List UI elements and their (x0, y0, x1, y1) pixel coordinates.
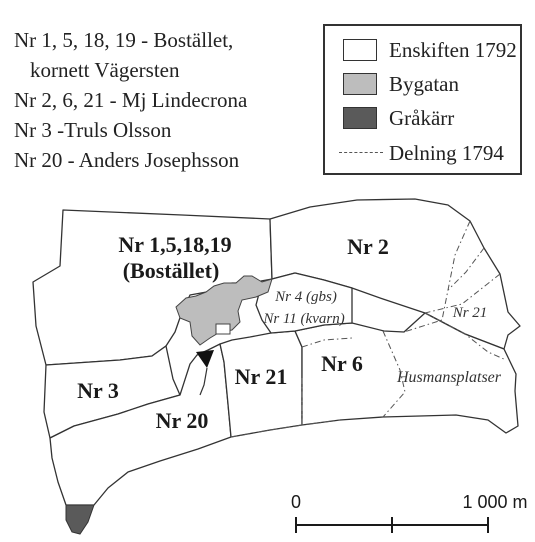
building-marker (215, 323, 231, 335)
grakarr-area (65, 504, 95, 535)
label-nr-2: Nr 2 (347, 234, 389, 259)
mill-marker-icon (196, 350, 214, 368)
label-husmansplatser: Husmansplatser (396, 369, 502, 386)
mill-stream (199, 367, 208, 396)
legend-label-delning: Delning 1794 (389, 141, 504, 165)
label-nr-11-kvarn: Nr 11 (kvarn) (262, 311, 344, 327)
legend-item-enskiften: Enskiften 1792 (325, 35, 520, 65)
owner-line-5: Nr 20 - Anders Josephsson (14, 148, 240, 172)
label-nr-21-small: Nr 21 (452, 305, 488, 321)
legend: Enskiften 1792 Bygatan Gråkärr Delning 1… (323, 24, 522, 175)
label-nr-3: Nr 3 (77, 378, 119, 403)
parcel-nr-4-11 (255, 272, 353, 334)
label-nr-20: Nr 20 (156, 408, 209, 433)
legend-label-grakarr: Gråkärr (389, 106, 455, 130)
label-nr-1-5-18-19: Nr 1,5,18,19 (118, 232, 231, 257)
label-nr-21: Nr 21 (235, 364, 288, 389)
legend-label-bygatan: Bygatan (389, 72, 459, 96)
label-bostallet: (Bostället) (123, 258, 220, 283)
enskiften-swatch (343, 39, 377, 61)
scale-label-end: 1 000 m (462, 492, 527, 512)
owner-line-3: Nr 2, 6, 21 - Mj Lindecrona (14, 88, 248, 112)
legend-item-delning: Delning 1794 (325, 138, 520, 168)
delning-dash-sample (339, 152, 383, 153)
bygatan-swatch (343, 73, 377, 95)
label-nr-6: Nr 6 (321, 351, 363, 376)
bygatan-area (175, 275, 273, 346)
grakarr-swatch (343, 107, 377, 129)
scale-bar (295, 517, 489, 533)
legend-item-grakarr: Gråkärr (325, 103, 520, 133)
label-nr-4-gbs: Nr 4 (gbs) (274, 289, 337, 305)
delning-1794-lines (230, 220, 507, 438)
scale-label-start: 0 (291, 492, 301, 512)
legend-label-enskiften: Enskiften 1792 (389, 38, 517, 62)
owner-line-2: kornett Vägersten (30, 58, 180, 82)
owner-line-1: Nr 1, 5, 18, 19 - Bostället, (14, 28, 234, 52)
owner-line-4: Nr 3 -Truls Olsson (14, 118, 172, 142)
legend-item-bygatan: Bygatan (325, 69, 520, 99)
